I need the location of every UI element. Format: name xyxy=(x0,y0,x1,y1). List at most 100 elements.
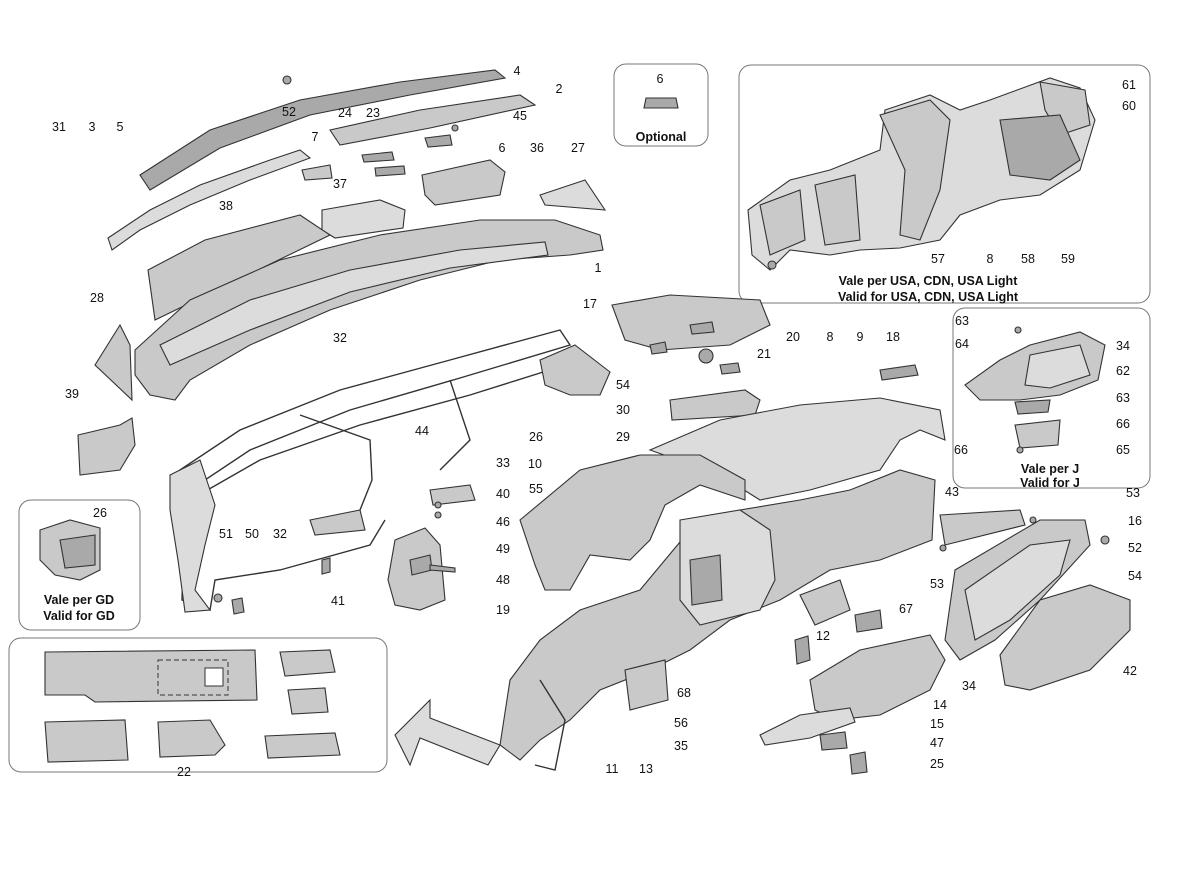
callout-4: 4 xyxy=(514,64,521,78)
callout-37: 37 xyxy=(333,177,347,191)
callout-34: 34 xyxy=(962,679,976,693)
callout-52: 52 xyxy=(1128,541,1142,555)
callout-45: 45 xyxy=(513,109,527,123)
callout-8: 8 xyxy=(827,330,834,344)
callout-17: 17 xyxy=(583,297,597,311)
callout-40: 40 xyxy=(496,487,510,501)
callout-18: 18 xyxy=(886,330,900,344)
callout-30: 30 xyxy=(616,403,630,417)
callout-12: 12 xyxy=(816,629,830,643)
callout-15: 15 xyxy=(930,717,944,731)
main-crossbeam-frame xyxy=(169,329,611,613)
callout-10: 10 xyxy=(528,457,542,471)
j-callout-63: 63 xyxy=(955,314,969,328)
callout-54: 54 xyxy=(616,378,630,392)
glovebox-lid xyxy=(611,294,919,421)
callout-51: 51 xyxy=(219,527,233,541)
callout-44: 44 xyxy=(415,424,429,438)
j-callout-63: 63 xyxy=(1116,391,1130,405)
callout-32: 32 xyxy=(333,331,347,345)
usa-callout-59: 59 xyxy=(1061,252,1075,266)
usa-caption-line1: Vale per USA, CDN, USA Light xyxy=(839,274,1019,288)
usa-callout-58: 58 xyxy=(1021,252,1035,266)
j-caption-line2: Valid for J xyxy=(1020,476,1080,490)
j-callout-64: 64 xyxy=(955,337,969,351)
usa-callout-8: 8 xyxy=(987,252,994,266)
callout-20: 20 xyxy=(786,330,800,344)
dashboard-upper-panel xyxy=(134,214,604,401)
optional-label: Optional xyxy=(636,130,687,144)
callout-29: 29 xyxy=(616,430,630,444)
usa-callout-61: 61 xyxy=(1122,78,1136,92)
callout-68: 68 xyxy=(677,686,691,700)
callout-35: 35 xyxy=(674,739,688,753)
dashboard-skin xyxy=(519,454,746,591)
callout-41: 41 xyxy=(331,594,345,608)
callout-2: 2 xyxy=(556,82,563,96)
callout-7: 7 xyxy=(312,130,319,144)
callout-19: 19 xyxy=(496,603,510,617)
optional-inset: 6 Optional xyxy=(613,63,709,147)
callout-47: 47 xyxy=(930,736,944,750)
callout-32: 32 xyxy=(273,527,287,541)
usa-callout-60: 60 xyxy=(1122,99,1136,113)
j-callout-34: 34 xyxy=(1116,339,1130,353)
callout-54: 54 xyxy=(1128,569,1142,583)
callout-16: 16 xyxy=(1128,514,1142,528)
gd-caption-line1: Vale per GD xyxy=(44,593,114,607)
callout-13: 13 xyxy=(639,762,653,776)
callout-52: 52 xyxy=(282,105,296,119)
callout-48: 48 xyxy=(496,573,510,587)
callout-23: 23 xyxy=(366,106,380,120)
callout-5: 5 xyxy=(117,120,124,134)
callout-55: 55 xyxy=(529,482,543,496)
gd-inset: Vale per GD Valid for GD xyxy=(18,499,141,631)
callout-56: 56 xyxy=(674,716,688,730)
callout-14: 14 xyxy=(933,698,947,712)
callout-21: 21 xyxy=(757,347,771,361)
j-callout-66: 66 xyxy=(954,443,968,457)
callout-24: 24 xyxy=(338,106,352,120)
callout-38: 38 xyxy=(219,199,233,213)
callout-6: 6 xyxy=(499,141,506,155)
callout-42: 42 xyxy=(1123,664,1137,678)
glovebox-assembly xyxy=(759,509,1131,775)
gd-caption-line2: Valid for GD xyxy=(43,609,115,623)
usa-callouts: 61 60 57 8 58 59 xyxy=(931,78,1136,266)
callout-53: 53 xyxy=(930,577,944,591)
callout-31: 31 xyxy=(52,120,66,134)
callout-27: 27 xyxy=(571,141,585,155)
callout-26: 26 xyxy=(93,506,107,520)
callout-67: 67 xyxy=(899,602,913,616)
small-parts-top xyxy=(301,134,607,239)
j-inset: 63 64 34 62 63 66 66 65 Vale per J Valid for J xyxy=(952,307,1151,490)
kit-22-inset xyxy=(8,637,501,773)
callout-53: 53 xyxy=(1126,486,1140,500)
dashboard-substructure xyxy=(499,469,936,771)
callout-1: 1 xyxy=(595,261,602,275)
callout-22: 22 xyxy=(177,765,191,779)
fasteners xyxy=(213,75,1110,615)
callout-28: 28 xyxy=(90,291,104,305)
j-callout-62: 62 xyxy=(1116,364,1130,378)
callout-43: 43 xyxy=(945,485,959,499)
callout-36: 36 xyxy=(530,141,544,155)
callout-3: 3 xyxy=(89,120,96,134)
usa-caption-line2: Valid for USA, CDN, USA Light xyxy=(838,290,1019,304)
side-pieces xyxy=(77,323,136,476)
usa-callout-57: 57 xyxy=(931,252,945,266)
callout-39: 39 xyxy=(65,387,79,401)
optional-number: 6 xyxy=(657,72,664,86)
usa-inset: 61 60 57 8 58 59 Vale per USA, CDN, USA Light… xyxy=(738,64,1151,304)
callout-50: 50 xyxy=(245,527,259,541)
j-callout-66: 66 xyxy=(1116,417,1130,431)
j-callouts: 63 64 34 62 63 66 66 65 xyxy=(954,314,1130,457)
callout-26: 26 xyxy=(529,430,543,444)
upper-trim-strips xyxy=(107,69,537,251)
j-callout-65: 65 xyxy=(1116,443,1130,457)
callout-33: 33 xyxy=(496,456,510,470)
callout-25: 25 xyxy=(930,757,944,771)
j-caption-line1: Vale per J xyxy=(1021,462,1079,476)
